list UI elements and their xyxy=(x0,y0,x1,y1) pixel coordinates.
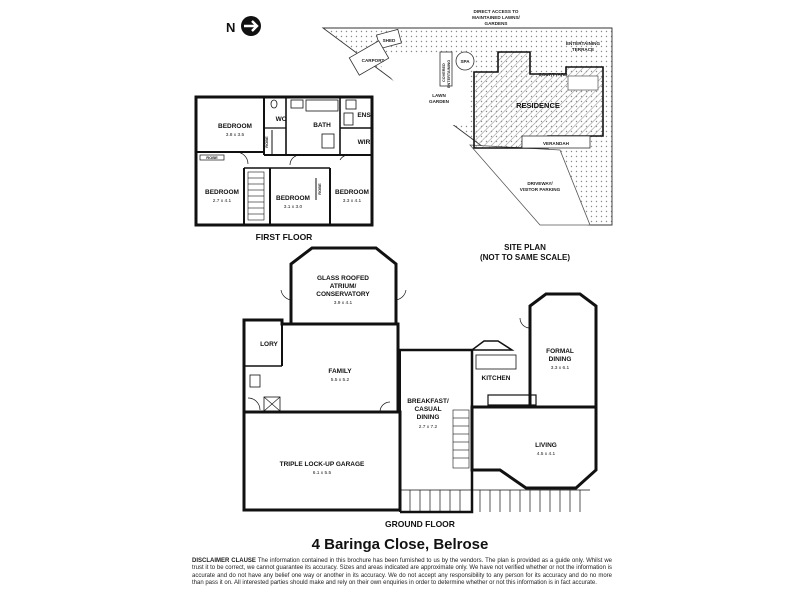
site-label-driveway-2: VISITOR PARKING xyxy=(520,187,561,192)
room-label-bedroom-1: BEDROOM xyxy=(218,123,252,130)
ground-floor-labels: GLASS ROOFED ATRIUM/ CONSERVATORY 3.9 x … xyxy=(260,275,574,476)
room-label-laundry: LORY xyxy=(260,341,278,348)
compass-letter: N xyxy=(226,20,235,35)
first-floor-plan xyxy=(194,95,374,227)
site-label-driveway-1: DRIVEWAY/ xyxy=(527,181,553,186)
ground-floor-plan xyxy=(242,246,598,514)
site-label-access-2: MAINTAINED LAWNS/ xyxy=(472,15,520,20)
room-label-atrium-2: ATRIUM/ xyxy=(330,283,357,290)
spa-outline xyxy=(455,51,475,71)
site-label-residence: RESIDENCE xyxy=(516,101,560,110)
site-plan: DIRECT ACCESS TO MAINTAINED LAWNS/ GARDE… xyxy=(321,9,613,226)
site-label-access-3: GARDENS xyxy=(485,21,508,26)
room-dim-breakfast: 2.7 x 7.2 xyxy=(419,424,438,430)
room-label-bedroom-2: BEDROOM xyxy=(205,189,239,196)
room-label-wir: WIR xyxy=(358,139,371,146)
site-label-access-1: DIRECT ACCESS TO xyxy=(474,9,519,14)
site-label-courtyard: COURTYARD xyxy=(539,72,569,77)
site-label-lawn-1: LAWN xyxy=(432,93,446,98)
site-label-covered-1: COVERED xyxy=(442,63,446,82)
room-label-breakfast-2: CASUAL xyxy=(414,406,441,413)
first-floor-outline xyxy=(194,95,374,227)
room-dim-family: 5.5 x 5.2 xyxy=(331,377,350,383)
room-label-ensuite: ENS xyxy=(357,112,371,119)
carport-outline xyxy=(348,40,390,76)
room-label-kitchen: KITCHEN xyxy=(482,375,511,382)
site-label-verandah: VERANDAH xyxy=(543,141,570,146)
room-label-formal-2: DINING xyxy=(549,356,572,363)
site-label-spa: SPA xyxy=(460,59,470,64)
room-label-living: LIVING xyxy=(535,442,557,449)
site-label-covered-2: ENTERTAINING xyxy=(447,60,451,88)
room-dim-garage: 6.1 x 5.5 xyxy=(313,470,332,476)
room-label-breakfast-3: DINING xyxy=(417,414,440,421)
property-address-title: 4 Baringa Close, Belrose xyxy=(311,536,489,553)
covered-area-outline xyxy=(439,51,453,87)
living-outline xyxy=(470,405,598,490)
room-label-atrium-3: CONSERVATORY xyxy=(316,291,370,298)
site-label-shed: SHED xyxy=(383,38,396,43)
room-label-robe-3: ROBE xyxy=(317,183,322,195)
room-dim-bedroom-1: 3.8 x 3.5 xyxy=(226,132,245,138)
room-label-bath: BATH xyxy=(313,122,331,129)
disclaimer-heading: DISCLAIMER CLAUSE xyxy=(192,558,256,564)
north-arrow: N xyxy=(226,16,261,36)
first-floor-labels: BEDROOM 3.8 x 3.5 BEDROOM 2.7 x 4.1 BEDR… xyxy=(205,112,371,210)
room-dim-bedroom-4: 3.3 x 4.1 xyxy=(343,198,362,204)
lawn-area xyxy=(372,55,470,125)
disclaimer-clause: DISCLAIMER CLAUSE The information contai… xyxy=(192,558,612,588)
bathtub-outline xyxy=(305,99,339,112)
room-label-family: FAMILY xyxy=(328,368,352,375)
first-floor-caption: FIRST FLOOR xyxy=(255,232,313,242)
site-plan-caption-1: SITE PLAN xyxy=(504,243,546,252)
room-label-robe-1: ROBE xyxy=(206,155,218,160)
ground-floor-caption: GROUND FLOOR xyxy=(385,519,455,529)
room-label-breakfast-1: BREAKFAST/ xyxy=(407,398,449,405)
room-dim-formal: 3.3 x 6.1 xyxy=(551,365,570,371)
room-label-formal-1: FORMAL xyxy=(546,348,574,355)
site-label-carport: CARPORT xyxy=(362,58,385,63)
disclaimer-text: The information contained in this brochu… xyxy=(192,558,613,587)
room-label-robe-2: ROBE xyxy=(264,136,269,148)
verandah-outline xyxy=(521,135,591,149)
room-label-garage: TRIPLE LOCK-UP GARAGE xyxy=(280,461,365,468)
room-label-bedroom-4: BEDROOM xyxy=(335,189,369,196)
site-label-terrace-1: ENTERTAINING xyxy=(566,41,601,46)
arrow-right-icon xyxy=(244,20,259,32)
room-dim-bedroom-2: 2.7 x 4.1 xyxy=(213,198,232,204)
room-dim-atrium: 3.9 x 4.1 xyxy=(334,300,353,306)
room-label-wc: WC xyxy=(276,116,287,123)
site-plan-caption-2: (NOT TO SAME SCALE) xyxy=(479,253,571,262)
room-label-atrium-1: GLASS ROOFED xyxy=(317,275,369,282)
room-dim-bedroom-3: 3.1 x 3.0 xyxy=(284,204,303,210)
site-label-lawn-2: GARDEN xyxy=(429,99,450,104)
courtyard-outline xyxy=(567,75,599,91)
room-label-bedroom-3: BEDROOM xyxy=(276,195,310,202)
site-label-terrace-2: TERRACE xyxy=(572,47,594,52)
room-dim-living: 4.5 x 4.1 xyxy=(537,451,556,457)
